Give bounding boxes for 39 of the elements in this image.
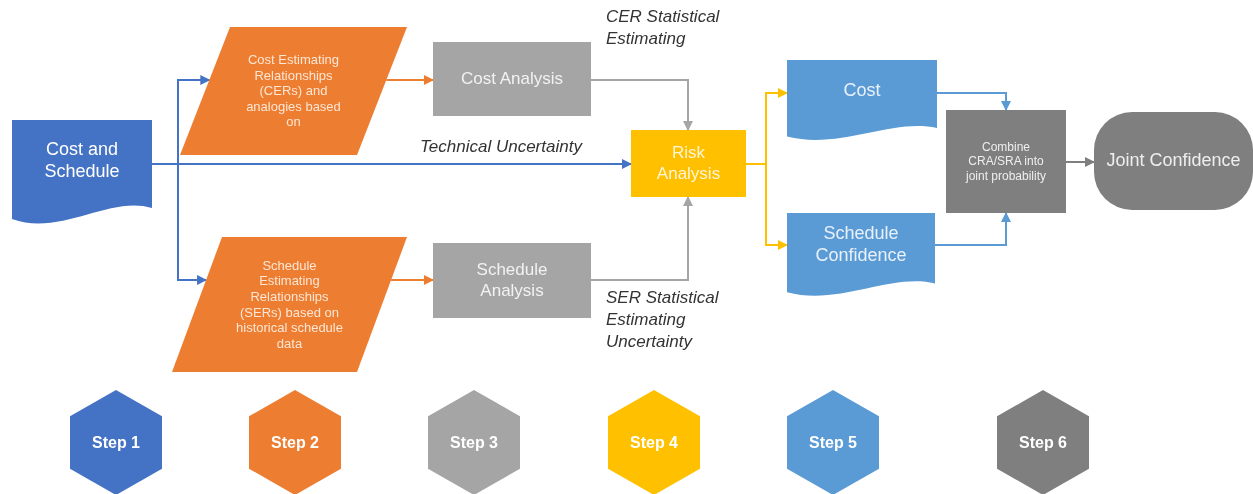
node-text: Step 3 (449, 432, 499, 453)
arrow (936, 92, 1011, 111)
step-hexagon (70, 390, 162, 494)
data-parallelogram (180, 27, 407, 155)
arrow (934, 212, 1011, 246)
terminator-shape (1094, 112, 1253, 210)
process-box (631, 130, 746, 197)
step-hexagon (787, 390, 879, 494)
node-text: Risk Analysis (655, 143, 722, 184)
step-hexagon (997, 390, 1089, 494)
node-text: Joint Confidence (1105, 150, 1242, 172)
node-text: Step 1 (91, 432, 141, 453)
process-box (433, 42, 591, 116)
arrow (590, 196, 693, 281)
annotation-text: SER Statistical Estimating Uncertainty (606, 287, 720, 354)
node-text: Combine CRA/SRA into joint probability (964, 139, 1047, 184)
node-text: Cost Estimating Relationships (CERs) and analogies based on (245, 52, 342, 130)
node-text: Schedule Estimating Relationships (SERs) based on historical schedule data (235, 257, 344, 352)
annotation-text: CER Statistical Estimating (606, 6, 721, 51)
edge-label: Technical Uncertainty (418, 137, 584, 157)
step-hexagon (428, 390, 520, 494)
arrow (590, 79, 693, 131)
step-hexagon (608, 390, 700, 494)
node-text: Cost (842, 79, 882, 102)
arrow (1065, 157, 1095, 167)
node-text: Schedule Confidence (814, 223, 908, 267)
node-text: Step 5 (808, 432, 858, 453)
node-text: Step 2 (270, 432, 320, 453)
node-text: Schedule Analysis (475, 260, 549, 301)
node-text: Step 6 (1018, 432, 1068, 453)
node-text: Cost Analysis (459, 68, 564, 90)
arrow (385, 75, 434, 85)
process-box (433, 243, 591, 318)
node-text: Step 4 (629, 432, 679, 453)
step-hexagon (249, 390, 341, 494)
data-parallelogram (172, 237, 407, 372)
arrow (390, 275, 434, 285)
process-box (946, 110, 1066, 213)
node-text: Cost and Schedule (43, 139, 121, 183)
